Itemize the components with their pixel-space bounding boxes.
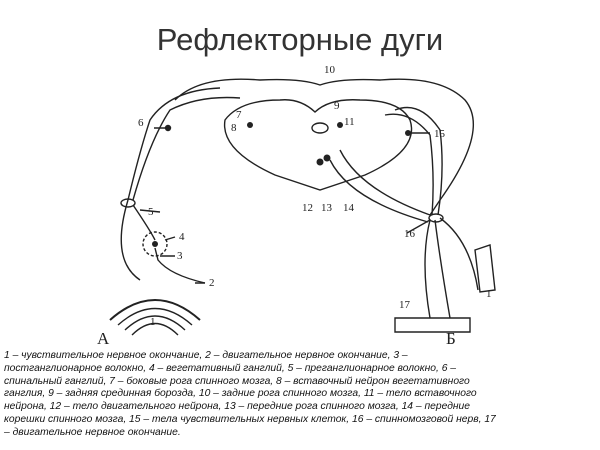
caption-line: – двигательное нервное окончание. — [4, 426, 181, 438]
label-7: 7 — [236, 109, 242, 121]
central-canal — [311, 122, 329, 134]
label-B: Б — [446, 329, 456, 348]
caption-line: нейрона, 12 – тело двигательного нейрона… — [4, 401, 471, 413]
label-13: 13 — [321, 202, 333, 214]
caption-line: 1 – чувствительное нервное окончание, 2 … — [4, 350, 408, 361]
label-3: 3 — [177, 250, 183, 262]
label-1-left: 1 — [150, 316, 156, 328]
slide-title: Рефлекторные дуги — [156, 22, 444, 57]
label-12: 12 — [302, 202, 313, 214]
label-15: 15 — [434, 128, 446, 140]
label-10: 10 — [324, 64, 336, 76]
caption-line: корешки спинного мозга, 15 – тела чувств… — [4, 413, 496, 425]
label-11: 11 — [344, 116, 355, 128]
caption-line: ганглия, 9 – задняя срединная борозда, 1… — [4, 388, 477, 400]
spinal-cord-outline — [174, 78, 474, 216]
label-1-right: 1 — [486, 288, 492, 300]
label-8: 8 — [231, 122, 237, 134]
label-5: 5 — [148, 206, 154, 218]
diagram-caption: 1 – чувствительное нервное окончание, 2 … — [4, 350, 598, 440]
label-6: 6 — [138, 117, 144, 129]
label-14: 14 — [343, 202, 355, 214]
caption-line: спинальный ганглий, 7 – боковые рога спи… — [4, 375, 470, 387]
label-2: 2 — [209, 277, 215, 289]
reflex-arc-diagram: 10 7 8 9 11 6 15 5 4 3 2 1 12 13 14 16 1… — [97, 64, 496, 348]
label-16: 16 — [404, 228, 416, 240]
label-9: 9 — [334, 100, 340, 112]
label-17: 17 — [399, 299, 411, 311]
label-A: А — [97, 329, 110, 348]
label-4: 4 — [179, 231, 185, 243]
gray-matter — [223, 99, 413, 191]
caption-line: постганглионарное волокно, 4 – вегетатив… — [4, 362, 457, 374]
